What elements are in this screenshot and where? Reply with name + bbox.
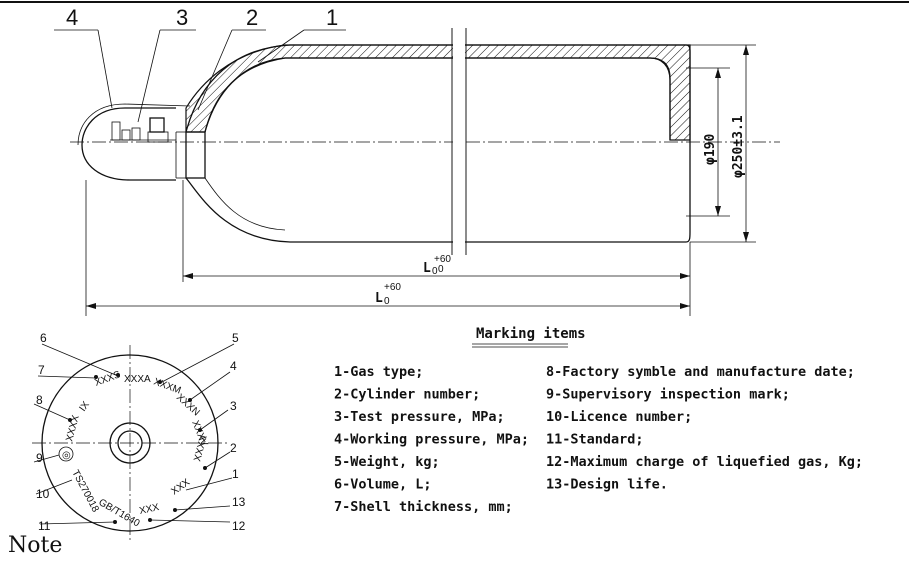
legend-item: 1-Gas type; [334, 364, 423, 380]
legend-item: 3-Test pressure, MPa; [334, 409, 505, 425]
legend-item: 6-Volume, L; [334, 477, 432, 493]
cylinder-side-view [70, 28, 780, 255]
legend-item: 11-Standard; [546, 432, 644, 448]
disk-num-8: 8 [36, 393, 43, 407]
callout-3: 3 [176, 5, 188, 30]
disk-num-5: 5 [232, 331, 239, 345]
disk-num-1: 1 [232, 467, 239, 481]
dim-l0-outer-sub: 0 [384, 296, 390, 307]
dim-l0-inner-tol: +60 [434, 254, 451, 265]
legend-item: 12-Maximum charge of liquefied gas, Kg; [546, 454, 863, 470]
legend-item: 5-Weight, kg; [334, 454, 440, 470]
dim-l0-outer: L [375, 291, 383, 306]
disk-num-10: 10 [36, 487, 50, 501]
legend-right-column: 8-Factory symble and manufacture date; 9-… [546, 364, 863, 493]
disk-num-2: 2 [230, 441, 237, 455]
mark-gb: GB/T1640 [97, 497, 142, 530]
callout-4: 4 [66, 5, 78, 30]
dim-l0-outer-tol: +60 [384, 282, 401, 293]
legend-item: 10-Licence number; [546, 409, 692, 425]
dim-l0-inner-sub: 0 [432, 266, 438, 277]
mark-xxxx: XXXX [192, 434, 210, 463]
dim-phi250: φ250±3.1 [731, 115, 746, 178]
mark-ts: TS270018 [69, 468, 101, 514]
dimensions: φ190 φ250±3.1 L 0 +60 0 L 0 +60 [85, 44, 756, 316]
callout-2: 2 [246, 5, 258, 30]
dim-l0-inner-tol2: 0 [438, 264, 444, 275]
mark-xxxa: XXXA [124, 374, 151, 385]
mark-ix: IX [77, 399, 92, 413]
disk-num-12: 12 [232, 519, 246, 533]
marking-disk: ◎ XXXS XXXA XXXM XXXN XXXV XXXX XXX XXX … [32, 331, 246, 540]
legend-item: 4-Working pressure, MPa; [334, 432, 529, 448]
mark-xxxn: XXXN [174, 392, 202, 418]
disk-num-9: 9 [36, 451, 43, 465]
legend-item: 2-Cylinder number; [334, 387, 480, 403]
protective-cap [81, 107, 176, 181]
disk-num-6: 6 [40, 331, 47, 345]
mark-xxxx-left: XXXX [64, 414, 82, 443]
side-callouts: 4 3 2 1 [54, 5, 346, 123]
marking-title: Marking items [476, 326, 586, 342]
mark-xxx-b: XXX [138, 502, 160, 517]
disk-num-13: 13 [232, 495, 246, 509]
valve [110, 117, 176, 143]
legend-left-column: 1-Gas type; 2-Cylinder number; 3-Test pres… [334, 364, 529, 515]
disk-num-4: 4 [230, 359, 237, 373]
mark-xxxs: XXXS [93, 369, 122, 389]
legend-item: 7-Shell thickness, mm; [334, 499, 513, 515]
disk-num-3: 3 [230, 399, 237, 413]
dim-l0-inner: L [423, 261, 431, 276]
marking-items: Marking items [472, 326, 586, 348]
callout-1: 1 [326, 5, 338, 30]
dim-phi190: φ190 [703, 134, 718, 165]
disk-num-7: 7 [38, 363, 45, 377]
disk-num-11: 11 [38, 519, 51, 533]
note-label: Note [8, 533, 62, 558]
legend-item: 9-Supervisory inspection mark; [546, 387, 790, 403]
legend-item: 8-Factory symble and manufacture date; [546, 364, 855, 380]
mark-xxx-a: XXX [169, 477, 192, 498]
legend-item: 13-Design life. [546, 477, 668, 493]
svg-text:◎: ◎ [62, 450, 71, 461]
